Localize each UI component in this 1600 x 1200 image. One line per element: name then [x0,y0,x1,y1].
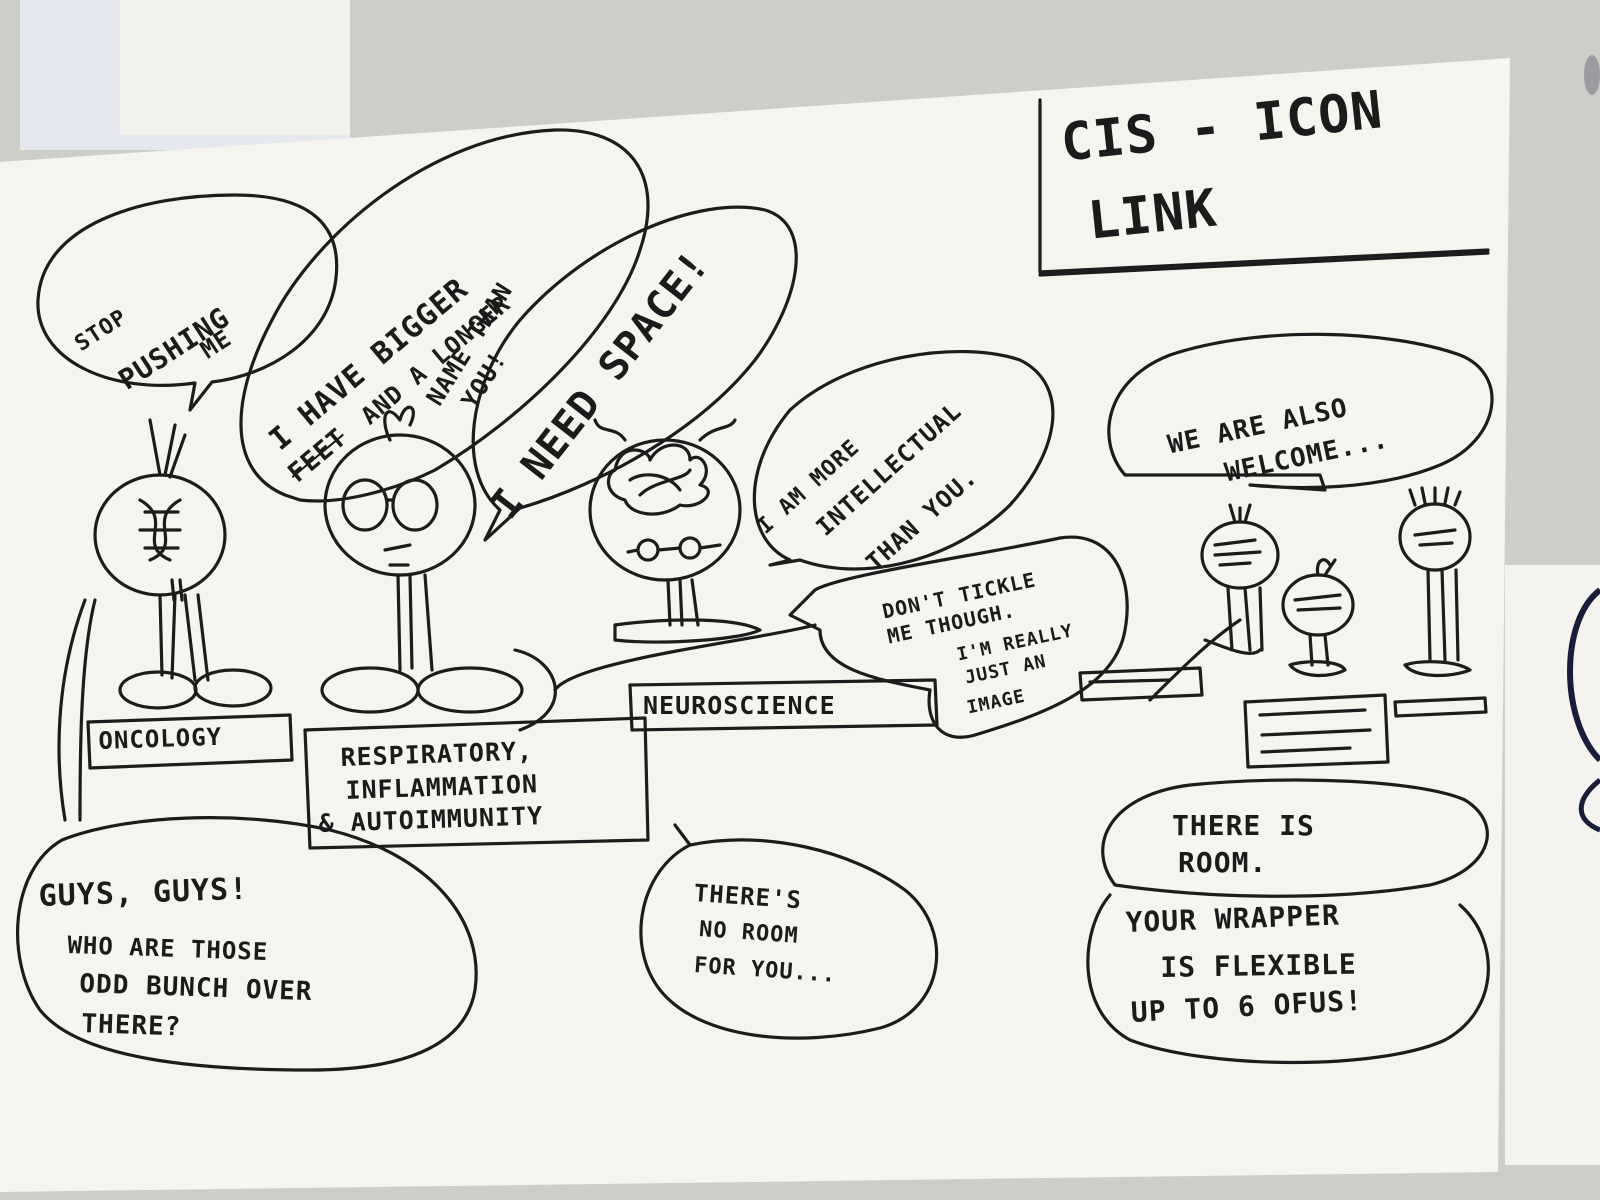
flipchart-paper [0,58,1510,1192]
respiratory-character [320,405,557,732]
guys-line-1: GUYS, GUYS! [38,871,249,914]
neuroscience-label: NEUROSCIENCE [643,691,836,720]
wall-hook [1584,55,1600,95]
bubble-no-room [639,823,939,1040]
room-line-2: ROOM. [1178,846,1268,879]
bubble-guys [16,816,478,1072]
bubble-wrapper [1086,893,1490,1065]
small-label-scribble-1 [1088,678,1172,684]
oncology-character [93,418,273,710]
small-label-box-2 [1243,693,1390,769]
title-frame [1038,98,1490,274]
room-line-1: THERE IS [1172,809,1315,842]
bubble-there-is-room [1101,778,1489,898]
small-character-1 [1200,503,1280,655]
adjacent-flipchart-sheet [1505,565,1600,1165]
neuroscience-label-box [628,678,939,732]
wrapper-line-2: IS FLEXIBLE [1160,947,1358,984]
adjacent-sheet-drawing [1567,587,1600,763]
small-label-box-3 [1393,696,1488,718]
bubble-intellectual [752,350,1055,571]
oncology-label-box [86,713,294,770]
bubble-stop-pushing [36,193,339,412]
connector-line-2 [78,598,97,822]
oncology-label: ONCOLOGY [98,722,223,755]
wrapper-line-1: YOUR WRAPPER [1125,898,1341,939]
small-label-box-1 [1078,666,1204,702]
background-paper-sheet [120,0,350,135]
title-underline [1038,251,1490,277]
title-line-2: LINK [1085,178,1221,252]
bubble-bigger-feet [239,128,650,503]
connector-line [57,598,87,822]
neuroscience-character [588,418,762,644]
bubble-also-welcome [1107,332,1494,492]
guys-line-4: THERE? [80,1008,182,1043]
connector-line-3 [553,623,817,692]
small-label-scribble-2 [1258,708,1372,754]
small-character-3 [1398,486,1472,678]
small-character-2 [1281,558,1355,677]
adjacent-sheet-drawing-2 [1578,778,1600,833]
respiratory-label-box [303,716,650,850]
